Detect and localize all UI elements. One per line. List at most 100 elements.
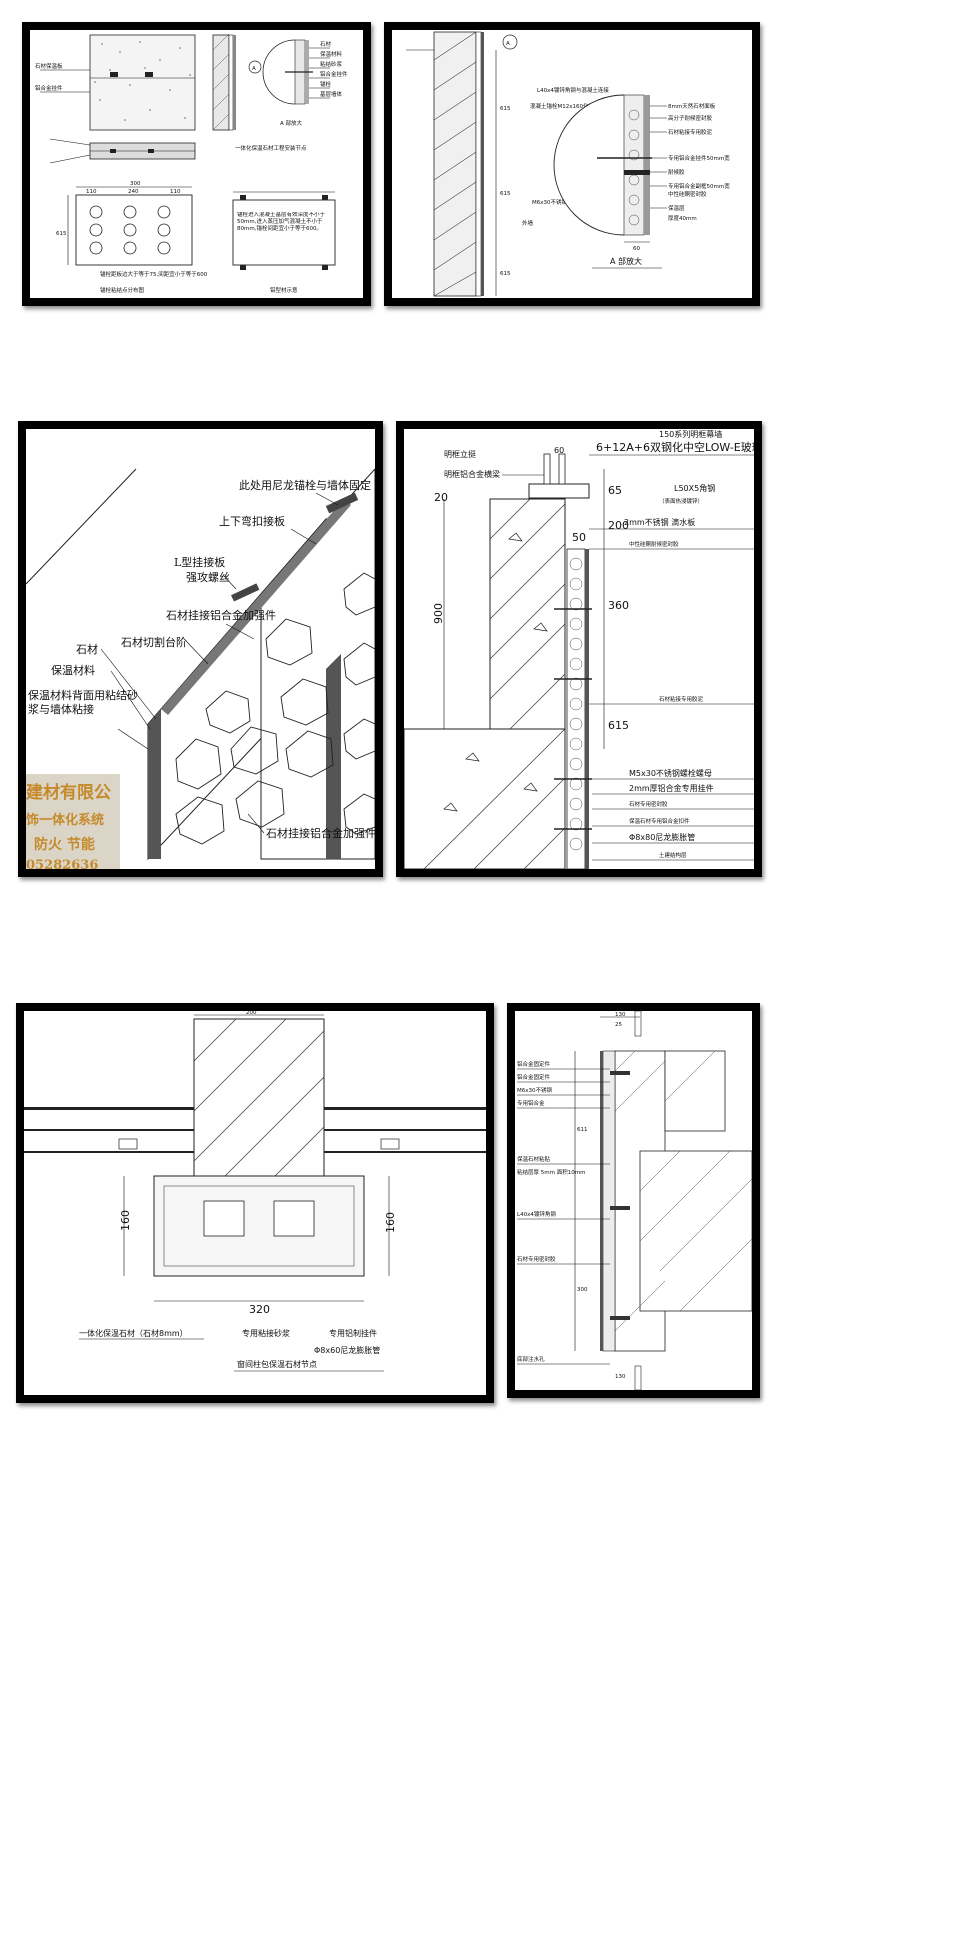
caption-profile: 铝型材示意 <box>270 286 298 294</box>
watermark-line-3: 防火 节能 <box>34 837 95 853</box>
dim-top-130: 130 <box>615 1012 626 1018</box>
dim-25: 25 <box>615 1022 622 1028</box>
watermark-line-4: 05282636 <box>26 858 99 869</box>
note-chem-anchor: 混凝土锚栓M12x160化学锚栓 <box>530 102 605 110</box>
dim-width: 300 <box>130 181 141 187</box>
label-silicone: 中性硅酮密封胶 <box>668 190 707 198</box>
label-adhesive-note: 保温材料背面用粘结砂浆与墙体粘接 <box>28 689 138 716</box>
label-alu: 专用铝合金 <box>517 1099 545 1107</box>
label-thickness: 厚度40mm <box>668 214 697 222</box>
label-mullion: 明框立挺 <box>444 449 476 459</box>
isometric-drawing: 此处用尼龙锚栓与墙体固定 上下弯扣接板 L型挂接板 强攻螺丝 石材挂接铝合金加强… <box>26 468 375 861</box>
note-anchor: 锚栓距板边大于等于75,间距宜小于等于600 <box>100 270 208 278</box>
drawing-panel-column: 200 160 160 320 一体化保温石材（石材8mm） 专用粘接砂浆 专用… <box>16 1003 494 1403</box>
dim-1: 615 <box>500 106 511 112</box>
label-stone-adhesive: 石材粘接专用胶泥 <box>659 695 704 703</box>
dim-300: 300 <box>577 1287 588 1293</box>
label-stone: 石材 <box>76 642 98 656</box>
note-angle: L40x4镀锌角钢与混凝土连接 <box>537 86 609 94</box>
caption-install: 一体化保温石材工程安装节点 <box>235 144 307 152</box>
caption-detail-a: A 部放大 <box>280 119 303 127</box>
label-sealant: 高分子耐候密封胶 <box>668 114 713 122</box>
label-weather-seal: 中性硅酮耐候密封胶 <box>629 540 679 548</box>
label-hanger: 专用铝合金挂件50mm宽 <box>668 154 730 162</box>
dim-bottom: 320 <box>249 1303 270 1316</box>
watermark-overlay: 建材有限公 饰一体化系统 防火 节能 05282636 <box>26 774 120 869</box>
label-curtain-150: 150系列明框幕墙 <box>659 429 722 439</box>
watermark-line-1: 建材有限公 <box>26 783 111 803</box>
dim-height: 615 <box>56 231 67 237</box>
caption-anchor: 锚栓粘结点分布图 <box>100 286 145 294</box>
label-stone-8mm: 8mm天然石材面板 <box>668 102 716 110</box>
caption-detail-a: A 部放大 <box>610 256 642 266</box>
label-stone-sealant: 石材专用密封胶 <box>629 800 668 808</box>
dim-sub-2: 240 <box>128 189 139 195</box>
label-stone-8mm: 一体化保温石材（石材8mm） <box>79 1328 188 1338</box>
dim-sub-1: 110 <box>86 189 97 195</box>
drawing-panel-detail-a: 615 615 615 A L40x4镀锌角钢与混凝土连接 混凝土锚栓M12x1… <box>384 22 760 306</box>
label-clip: 保温石材专用铝合金扣件 <box>629 817 690 825</box>
dim-65: 65 <box>608 484 622 497</box>
label-insulation: 保温层 <box>668 204 685 212</box>
drawing-panel-install-node: 石材保温板 铝合金挂件 300 110 240 110 615 锚栓距板边大于等… <box>22 22 371 306</box>
watermark-line-2: 饰一体化系统 <box>26 813 105 828</box>
label-base-wall: 基层墙体 <box>320 90 343 98</box>
label-subframe: 专用铝合金副框50mm宽 <box>668 182 730 190</box>
dim-611: 611 <box>577 1127 588 1133</box>
install-node-drawing: 石材保温板 铝合金挂件 300 110 240 110 615 锚栓距板边大于等… <box>35 33 348 294</box>
dim-60: 60 <box>554 446 564 455</box>
marker-a: A <box>252 66 256 72</box>
drawing-panel-curtainwall: 900 20 65 200 50 360 615 60 明框立挺 明框铝合金横梁… <box>396 421 762 877</box>
label-sealant: 石材专用密封胶 <box>517 1255 556 1263</box>
label-transom: 明框铝合金横梁 <box>444 469 500 479</box>
label-fixing-2: 铝合金固定件 <box>517 1073 551 1081</box>
note-box: 锚栓进入混凝土基层有效深度不小于50mm,进入蒸压加气混凝土不小于80mm,锚栓… <box>237 212 326 232</box>
drawing-panel-window: 130 25 611 300 130 铝合金固定件 铝合金固定件 M6x30不锈… <box>507 1003 760 1398</box>
label-adhesive: 石材粘接专用胶泥 <box>668 128 713 136</box>
dim-2: 615 <box>500 191 511 197</box>
label-stone: 石材 <box>320 40 332 48</box>
dim-right: 160 <box>384 1212 397 1233</box>
label-insulation: 保温材料 <box>51 663 95 677</box>
label-drip: 2mm不锈钢 滴水板 <box>624 517 695 527</box>
label-alu-bracket: 铝合金挂件 <box>320 70 348 78</box>
dim-900: 900 <box>432 603 445 624</box>
label-weather-glue: 耐候胶 <box>668 168 685 176</box>
curtainwall-drawing: 900 20 65 200 50 360 615 60 明框立挺 明框铝合金横梁… <box>404 429 754 869</box>
label-mortar: 粘结砂浆 <box>320 60 343 68</box>
label-alu-reinforce-2: 石材挂接铝合金加强件 <box>266 826 375 840</box>
label-expansion: Φ8x80尼龙膨胀管 <box>629 832 695 842</box>
label-stone-paste: 保温石材粘贴 <box>517 1155 551 1163</box>
dim-360: 360 <box>608 599 629 612</box>
label-hanger: 2mm厚铝合金专用挂件 <box>629 783 714 793</box>
dim-sub-3: 110 <box>170 189 181 195</box>
label-cut-step: 石材切割台阶 <box>121 635 187 649</box>
label-mortar: 专用粘接砂浆 <box>242 1328 290 1338</box>
dim-20: 20 <box>434 491 448 504</box>
detail-a-drawing: 615 615 615 A L40x4镀锌角钢与混凝土连接 混凝土锚栓M12x1… <box>406 31 730 297</box>
label-expansion: Φ8x60尼龙膨胀管 <box>314 1345 380 1355</box>
dim-50: 50 <box>572 531 586 544</box>
dim-615: 615 <box>608 719 629 732</box>
dim-top: 200 <box>246 1011 257 1016</box>
marker-a: A <box>506 41 510 47</box>
label-insulation: 保温材料 <box>320 50 343 58</box>
label-galvanized: （表面热浸镀锌） <box>659 497 703 505</box>
drawing-panel-isometric: 此处用尼龙锚栓与墙体固定 上下弯扣接板 L型挂接板 强攻螺丝 石材挂接铝合金加强… <box>18 421 383 877</box>
label-drain: 底部注水孔 <box>517 1355 545 1363</box>
label-angle: L40x4镀锌角钢 <box>517 1210 556 1218</box>
label-angle: L50X5角钢 <box>674 483 715 493</box>
label-bent-plate: 上下弯扣接板 <box>219 514 285 528</box>
dim-bottom-130: 130 <box>615 1374 626 1380</box>
label-outside: 外墙 <box>522 219 534 227</box>
label-bracket: 铝合金挂件 <box>35 84 63 92</box>
window-drawing: 130 25 611 300 130 铝合金固定件 铝合金固定件 M6x30不锈… <box>517 1011 752 1390</box>
label-panel: 石材保温板 <box>35 62 63 70</box>
column-drawing: 200 160 160 320 一体化保温石材（石材8mm） 专用粘接砂浆 专用… <box>24 1011 486 1372</box>
label-alu-reinforce: 石材挂接铝合金加强件 <box>166 608 276 622</box>
label-fixing-1: 铝合金固定件 <box>517 1060 551 1068</box>
dim-3: 615 <box>500 271 511 277</box>
label-bolt: M6x30不锈钢 <box>517 1086 552 1094</box>
label-screw: 强攻螺丝 <box>186 570 230 584</box>
note-bolt: M6x30不锈钢螺栓螺母 <box>532 198 589 206</box>
